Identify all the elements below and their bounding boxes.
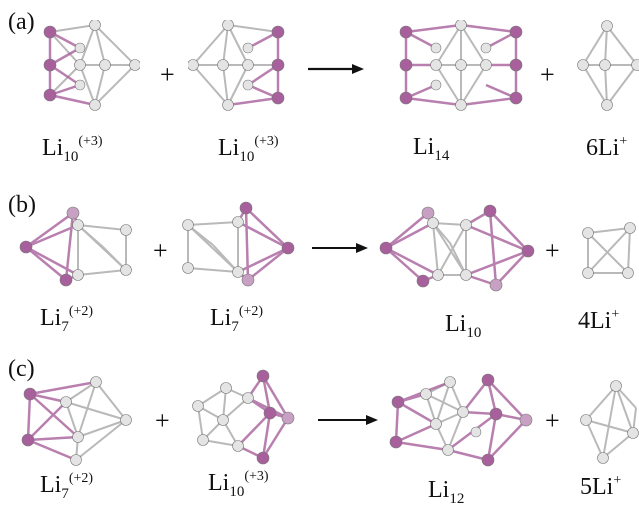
reaction-arrow	[308, 62, 364, 76]
li5-cluster	[578, 378, 639, 468]
formula-byproduct: 4Li+	[578, 308, 619, 333]
li10-cluster-a1	[40, 20, 140, 115]
li10-cluster-a2	[188, 20, 288, 115]
formula-reactant-2: Li7(+2)	[210, 305, 263, 335]
formula-byproduct: 5Li+	[580, 474, 621, 499]
formula-reactant-2: Li10(+3)	[218, 135, 279, 165]
li12-cluster	[388, 372, 538, 467]
reaction-arrow	[318, 413, 378, 427]
li6-cluster	[575, 20, 639, 115]
plus-sign: +	[153, 238, 168, 264]
plus-sign: +	[160, 62, 175, 88]
panel-label-a: (a)	[8, 10, 35, 34]
plus-sign: +	[540, 62, 555, 88]
plus-sign: +	[155, 408, 170, 434]
reaction-arrow	[312, 241, 368, 255]
formula-product: Li14	[413, 135, 449, 164]
li10-cluster-c2	[188, 368, 303, 468]
plus-sign: +	[545, 238, 560, 264]
li14-cluster	[396, 20, 526, 115]
formula-reactant-2: Li10(+3)	[208, 470, 269, 500]
li7-cluster-b2	[178, 200, 298, 290]
formula-byproduct: 6Li+	[586, 135, 627, 160]
li10-cluster-b	[378, 203, 538, 293]
li7-cluster-c1	[18, 372, 138, 467]
plus-sign: +	[545, 408, 560, 434]
formula-reactant-1: Li7(+2)	[40, 305, 93, 335]
li4-cluster	[578, 218, 639, 288]
formula-reactant-1: Li10(+3)	[42, 135, 103, 165]
formula-product: Li10	[445, 312, 481, 341]
formula-product: Li12	[428, 478, 464, 507]
li7-cluster-b1	[18, 205, 138, 290]
formula-reactant-1: Li7(+2)	[40, 472, 93, 502]
